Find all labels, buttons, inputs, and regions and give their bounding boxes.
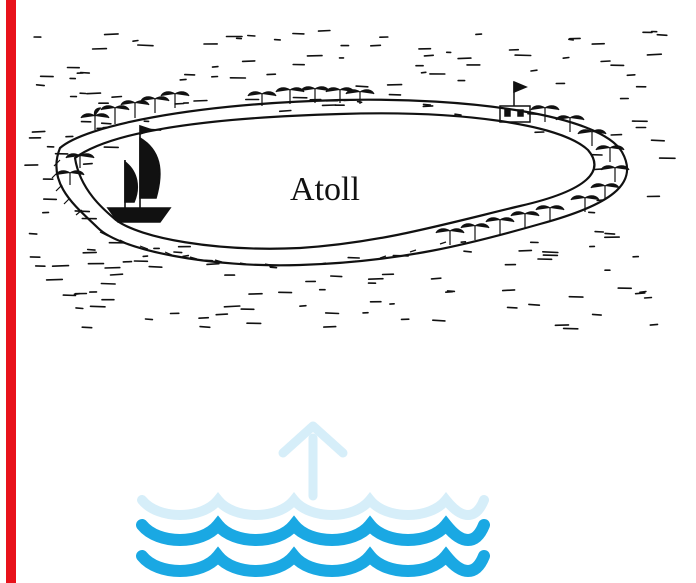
sea-dash xyxy=(604,232,616,235)
sea-dash xyxy=(649,323,659,326)
sea-dash xyxy=(299,304,307,308)
sea-dash xyxy=(278,109,292,113)
sea-dash xyxy=(518,249,533,252)
sea-dash xyxy=(324,312,340,315)
sea-dash xyxy=(541,251,559,254)
sea-dash xyxy=(646,53,663,56)
sea-dash xyxy=(600,60,611,63)
sea-dash xyxy=(454,113,462,116)
sea-dash xyxy=(109,273,124,276)
sea-dash xyxy=(73,292,81,296)
sea-dash xyxy=(463,250,473,253)
sea-dash xyxy=(132,39,139,43)
sea-dash xyxy=(100,122,112,125)
sea-dash xyxy=(422,103,432,106)
sea-dash xyxy=(626,74,636,77)
sea-dash xyxy=(111,95,123,98)
sea-dash xyxy=(444,290,454,294)
sea-dash xyxy=(422,105,434,108)
sea-dash xyxy=(206,262,220,266)
sea-dash xyxy=(431,319,446,322)
sea-dash xyxy=(367,277,384,281)
sea-dash xyxy=(103,33,119,36)
sea-dash xyxy=(567,38,575,41)
sea-dash xyxy=(28,232,38,235)
sea-dash xyxy=(562,56,570,60)
sea-dash xyxy=(45,278,64,281)
sea-dash xyxy=(179,78,187,81)
sea-dash xyxy=(322,325,337,328)
sea-dash xyxy=(650,139,666,142)
sea-dash xyxy=(89,305,106,308)
sea-dash xyxy=(215,313,229,316)
sea-dash xyxy=(193,99,208,102)
sea-dash xyxy=(528,303,541,307)
palm-trees-icon xyxy=(55,86,630,245)
sea-dash xyxy=(100,282,116,285)
left-accent-bar xyxy=(6,0,16,583)
sea-dash xyxy=(643,296,653,299)
sea-dash xyxy=(173,251,183,254)
atoll-label: Atoll xyxy=(290,171,360,208)
sea-dash xyxy=(639,290,647,294)
sea-dash xyxy=(198,316,210,320)
sailing-ship-icon xyxy=(106,124,172,223)
sea-dash xyxy=(656,33,668,37)
sea-dash xyxy=(317,29,331,32)
sea-dash xyxy=(223,305,241,308)
sea-dash xyxy=(506,306,518,309)
sea-dash xyxy=(530,69,538,72)
shoreline-hatching xyxy=(51,159,447,266)
sea-dash xyxy=(591,313,603,316)
sea-dash xyxy=(355,85,369,88)
sea-dash xyxy=(86,92,102,95)
sea-dash xyxy=(82,162,93,165)
sea-dash xyxy=(75,307,84,310)
sea-dash xyxy=(35,84,46,87)
sea-dash xyxy=(182,254,190,258)
sea-dash xyxy=(31,130,46,133)
sea-dash xyxy=(144,318,154,321)
sea-dash xyxy=(81,326,93,329)
sea-dash xyxy=(423,54,435,57)
sea-dash xyxy=(269,266,278,269)
sea-dash xyxy=(501,289,516,292)
sea-dash xyxy=(74,210,91,213)
sea-dash xyxy=(241,60,256,63)
sea-dash xyxy=(199,325,211,329)
sea-dash xyxy=(148,265,163,269)
sea-dash xyxy=(430,277,442,280)
sea-dash xyxy=(634,292,646,295)
sea-dash xyxy=(329,275,343,278)
sea-dash xyxy=(420,71,427,74)
atoll-ring xyxy=(55,98,629,267)
sea-dash xyxy=(247,34,256,37)
sea-dash xyxy=(457,57,472,60)
sea-dash xyxy=(51,264,70,268)
sea-dash xyxy=(86,248,96,251)
sea-dash xyxy=(211,65,219,68)
sea-dash xyxy=(369,44,382,47)
flag-icon xyxy=(499,80,531,123)
sea-dash xyxy=(137,44,154,47)
